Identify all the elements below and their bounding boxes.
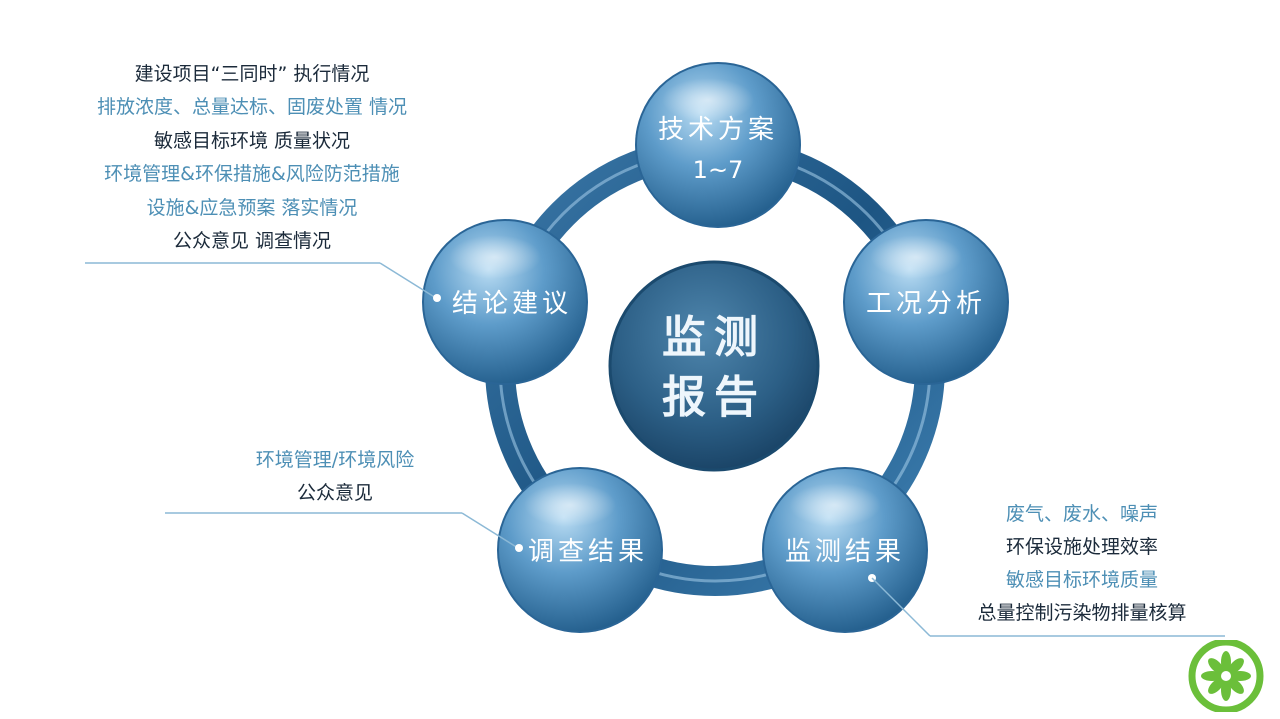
survey-note-2: 公众意见 [296,482,373,504]
callout-monitoring [868,574,1225,637]
node-technical-plan-label: 技术方案 [658,115,778,145]
node-survey-results-label: 调查结果 [528,537,648,567]
node-technical-plan-sublabel: 1~7 [693,156,744,184]
node-conclusions-label: 结论建议 [452,289,572,319]
center-label-line2: 报告 [662,372,766,423]
monitoring-note-2: 环保设施处理效率 [1005,536,1158,558]
conclusions-note-2: 排放浓度、总量达标、固废处置 情况 [96,96,408,118]
node-condition-analysis-label: 工况分析 [866,289,986,319]
conclusions-note-6: 公众意见 调查情况 [172,230,332,252]
monitoring-note-3: 敏感目标环境质量 [1005,569,1158,591]
node-condition-analysis: 工况分析 [843,219,1009,385]
center-circle [608,260,820,472]
conclusions-note-1: 建设项目“三同时” 执行情况 [134,63,370,85]
organization-logo [1188,640,1264,712]
node-conclusions: 结论建议 [422,219,588,385]
callout-conclusions [85,262,441,302]
node-technical-plan: 技术方案 1~7 [635,62,801,228]
center-label-line1: 监测 [662,312,766,363]
callout-survey [165,512,523,552]
node-monitoring-results-label: 监测结果 [785,537,905,567]
conclusions-note-4: 环境管理&环保措施&风险防范措施 [104,163,400,185]
node-survey-results: 调查结果 [497,467,663,633]
survey-note-1: 环境管理/环境风险 [255,449,415,471]
conclusions-note-3: 敏感目标环境 质量状况 [153,130,351,152]
monitoring-note-4: 总量控制污染物排量核算 [977,602,1187,624]
conclusions-note-5: 设施&应急预案 落实情况 [146,197,358,219]
monitoring-note-1: 废气、废水、噪声 [1005,503,1158,525]
